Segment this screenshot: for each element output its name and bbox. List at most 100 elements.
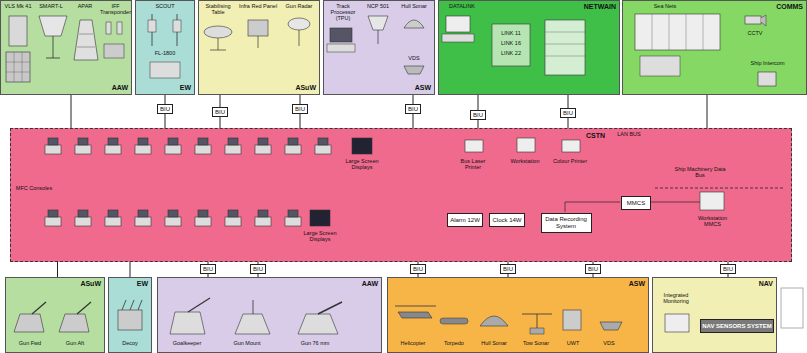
spare-box — [781, 288, 803, 328]
monitor-icon — [665, 314, 689, 332]
apar-tower — [74, 20, 98, 60]
ciws-icon — [188, 298, 210, 312]
part-label: Tow Sonar — [516, 340, 556, 346]
vls-cabinet — [6, 52, 30, 82]
track-processor — [327, 28, 355, 52]
part-label: Gun 76 mm — [290, 340, 340, 346]
asw-equipment — [563, 310, 581, 330]
console-icon — [135, 210, 151, 226]
bus-connector — [478, 95, 479, 110]
console-icon — [75, 210, 91, 226]
console-icon — [135, 145, 151, 154]
bus-connector — [707, 95, 708, 128]
group-label: AAW — [362, 280, 378, 288]
bus-connector — [418, 262, 419, 264]
console-icon — [285, 210, 301, 226]
machinery-bus — [655, 188, 785, 189]
part-label: Gun Radar — [280, 3, 318, 9]
large-screen-display — [310, 210, 330, 226]
large-screen-display — [310, 138, 372, 226]
ciws-icon — [298, 314, 338, 334]
bus-connector — [300, 95, 301, 104]
part-label: Large Screen Displays — [342, 158, 382, 170]
bus-connector — [165, 114, 166, 128]
infra-red-panel — [248, 20, 268, 48]
bus-connector — [130, 262, 131, 277]
console-icon — [45, 217, 61, 226]
part-label: LINK 16 — [494, 40, 528, 46]
link-rack — [545, 32, 585, 56]
network-bus-band: CSTNData Recording SystemAlarm 12WClock … — [10, 128, 792, 262]
part-label: Workstation MMCS — [690, 215, 735, 227]
sonar-dome — [404, 66, 424, 74]
console-icon — [105, 217, 121, 226]
console-icon — [195, 210, 211, 226]
bus-connector — [568, 118, 569, 128]
group-label: EW — [137, 280, 148, 288]
gun-icon — [77, 302, 91, 314]
ncp-radar — [368, 16, 388, 44]
unit-label: BIU — [473, 112, 483, 119]
intercom — [758, 72, 776, 86]
unit-label: BIU — [215, 109, 225, 116]
asw-equipment — [522, 314, 552, 330]
part-label: Helicopter — [392, 340, 434, 346]
console-icon — [135, 138, 151, 154]
group-label: ASuW — [80, 280, 101, 288]
decoy-launcher — [118, 310, 142, 330]
unit-label: BIU — [160, 106, 170, 113]
console-icon — [135, 217, 151, 226]
console-icon — [225, 210, 241, 226]
stabilising-table — [204, 26, 232, 38]
part-label: CCTV — [735, 30, 775, 36]
part-label: Track Processor (TPU) — [325, 3, 361, 21]
part-label: Ship Machinery Data Bus — [670, 166, 730, 178]
ew-mast — [150, 62, 180, 78]
subsystem-panel: EW — [135, 0, 195, 95]
intercom — [758, 72, 776, 86]
printer-icon — [562, 140, 580, 152]
bus-connector — [418, 274, 419, 277]
ncp-radar — [368, 16, 388, 30]
part-label: Gun Mount — [222, 340, 272, 346]
bus-connector — [728, 262, 729, 264]
part-label: IFF Transponder — [100, 3, 131, 15]
iff-antenna — [117, 22, 122, 34]
bus-interface-unit: BIU — [405, 104, 421, 114]
console-icon — [45, 138, 61, 154]
ciws-icon — [170, 312, 205, 334]
bus-connector — [208, 262, 209, 264]
ew-mast — [173, 20, 181, 32]
part-label: Colour Printer — [552, 158, 588, 164]
radar-antenna — [46, 36, 60, 58]
asw-equipment — [530, 328, 544, 334]
gun-radar — [288, 18, 310, 30]
part-label: Sea Nets — [640, 3, 690, 9]
sonar-dome — [404, 20, 424, 28]
console-icon — [225, 217, 241, 226]
part-label: Bus Laser Printer — [455, 158, 491, 170]
gun-radar — [299, 30, 300, 46]
console-icon — [195, 217, 211, 226]
ciws-icon — [318, 302, 342, 314]
comms-console — [635, 14, 720, 50]
console-icon — [45, 145, 61, 154]
ew-mast — [148, 14, 181, 78]
apar-tower — [77, 34, 95, 47]
asw-equipment — [398, 312, 432, 318]
part-label: MFC Consoles — [14, 185, 54, 191]
comms-console — [640, 56, 680, 76]
stabilising-table — [210, 38, 226, 50]
console-icon — [48, 138, 58, 145]
bus-interface-unit: BIU — [585, 264, 601, 274]
console-icon — [198, 210, 208, 217]
console-icon — [255, 138, 271, 154]
unit-label: BIU — [563, 110, 573, 117]
printer-icon — [465, 140, 483, 152]
console-icon — [108, 138, 118, 145]
large-screen-display — [352, 138, 372, 154]
monitor-icon — [665, 314, 689, 332]
unit-label: NAV SENSORS SYSTEM — [702, 323, 772, 330]
unit-label: Clock 14W — [492, 217, 521, 224]
